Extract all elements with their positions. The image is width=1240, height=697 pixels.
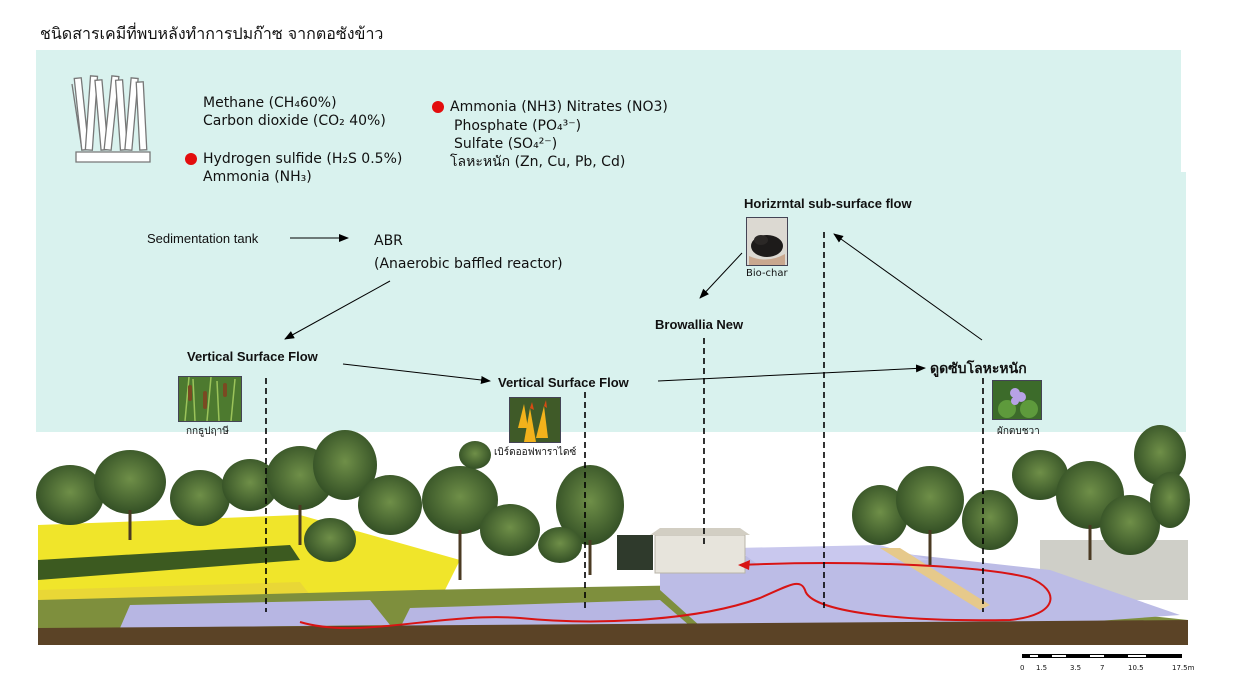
scale-tick-label: 17.5m [1172,664,1195,672]
nutrient-phosphate: Phosphate (PO₄³⁻) [454,118,582,134]
caption-water-hyacinth: ผักตบชวา [997,426,1040,437]
scale-bar [1022,654,1182,658]
label-browallia: Browallia New [655,317,744,332]
scale-tick-label: 10.5 [1128,664,1144,672]
tank [617,535,653,570]
pond-3 [660,550,1180,628]
diagram-title: ชนิดสารเคมีที่พบหลังทำการปมก๊าซ จากตอซัง… [40,24,384,43]
sky-panel-top [36,50,1181,172]
scale-tick-label: 7 [1100,664,1105,672]
tree-line [36,425,1190,563]
pond-1 [120,600,390,628]
label-abr: ABR [374,233,403,249]
scale-tick-label: 1.5 [1036,664,1048,672]
gas-co2: Carbon dioxide (CO₂ 40%) [203,113,386,129]
gas-ammonia: Ammonia (NH₃) [203,169,312,185]
heliconia-photo [509,397,561,443]
water-hyacinth-photo [992,380,1042,420]
reactor-tubes-icon [71,75,151,163]
red-dot-marker [185,153,197,165]
nutrient-sulfate: Sulfate (SO₄²⁻) [454,136,558,152]
cattail-photo [178,376,242,422]
label-horizontal-subsurface-flow: Horizrntal sub-surface flow [744,196,912,211]
label-abr-full: (Anaerobic baffled reactor) [374,256,563,272]
flow-arrows [284,233,983,384]
flow-arrowhead-icon [738,560,750,570]
label-sedimentation-tank: Sedimentation tank [147,231,259,246]
caption-cattail: กกธูปฤาษี [186,426,229,437]
water-flow-path [299,562,1052,630]
nutrient-line1: Ammonia (NH3) Nitrates (NO3) [450,99,668,115]
gas-methane: Methane (CH₄60%) [203,95,337,111]
scale-tick-label: 3.5 [1070,664,1082,672]
label-vertical-surface-flow-1: Vertical Surface Flow [187,349,318,364]
biochar-photo [746,217,788,266]
section-lines [265,232,984,612]
red-dot-marker [432,101,444,113]
tree-trunks [128,505,1092,580]
caption-biochar: Bio-char [746,268,788,279]
label-absorb-heavy-metals: ดูดซับโลหะหนัก [930,361,1027,377]
building [654,534,746,574]
caption-heliconia: เบิร์ดออฟพาราไดซ์ [494,447,577,458]
nutrient-metals: โลหะหนัก (Zn, Cu, Pb, Cd) [450,154,626,170]
gas-h2s: Hydrogen sulfide (H₂S 0.5%) [203,151,403,167]
label-vertical-surface-flow-2: Vertical Surface Flow [498,375,629,390]
boardwalk [880,548,990,610]
scale-tick-label: 0 [1020,664,1025,672]
